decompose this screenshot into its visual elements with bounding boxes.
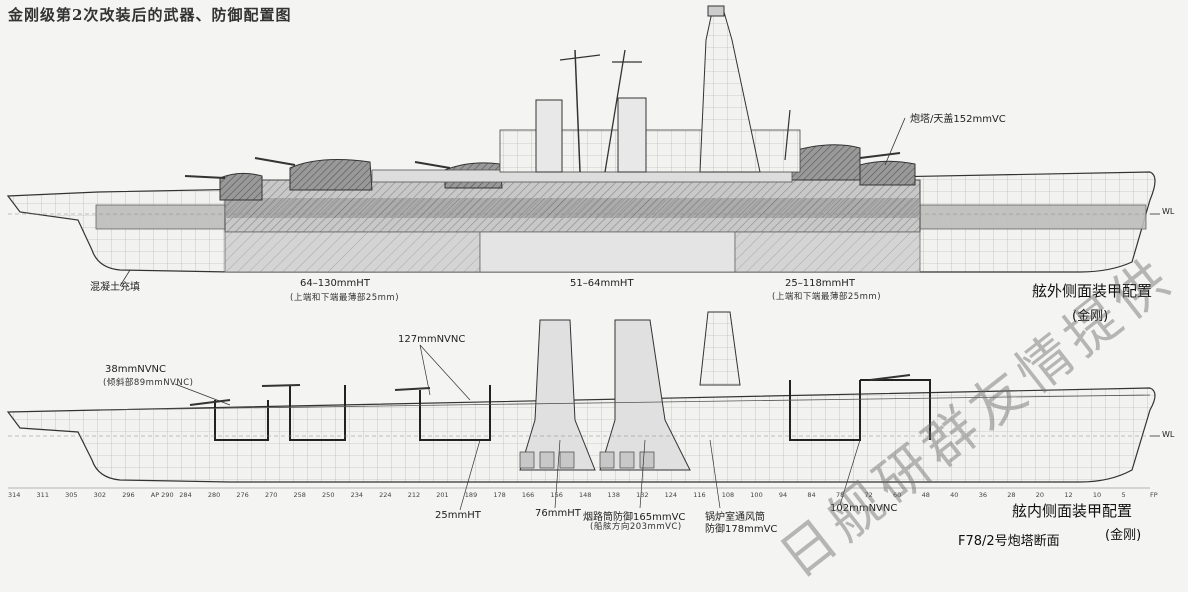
label-wl-top: WL bbox=[1162, 207, 1175, 216]
frame-number: 314 bbox=[8, 491, 21, 499]
label-armor-102: 102mmNVNC bbox=[830, 503, 898, 514]
turret-section-note: F78/2号炮塔断面 bbox=[958, 534, 1060, 549]
frame-number: 189 bbox=[464, 491, 478, 499]
label-belt-aft-note: (上端和下端最薄部25mm) bbox=[772, 292, 882, 302]
label-armor-38-note: (倾斜部89mmNVNC) bbox=[103, 378, 194, 388]
frame-number: 60 bbox=[893, 491, 902, 499]
frame-number: 224 bbox=[379, 491, 392, 499]
label-armor-25: 25mmHT bbox=[435, 510, 481, 521]
frame-number: 10 bbox=[1092, 491, 1102, 499]
frame-number: 94 bbox=[778, 491, 788, 499]
label-armor-38: 38mmNVNC bbox=[105, 364, 166, 375]
bottom-ship bbox=[6, 311, 1160, 511]
frame-number: 20 bbox=[1035, 491, 1045, 499]
frame-number: 166 bbox=[521, 491, 535, 499]
label-belt-fore-note: (上端和下端最薄部25mm) bbox=[290, 293, 400, 303]
frame-number: 212 bbox=[407, 491, 421, 499]
frame-number: 305 bbox=[65, 491, 78, 499]
frame-number: 40 bbox=[950, 491, 959, 499]
label-turret-roof: 炮塔/天盖152mmVC bbox=[910, 114, 1006, 125]
label-funnel-armor: 烟路筒防御165mmVC bbox=[583, 512, 686, 523]
label-wl-bottom: WL bbox=[1162, 430, 1175, 439]
frame-number: 48 bbox=[921, 491, 930, 499]
label-boiler-vent-1: 锅炉室通风筒 bbox=[705, 512, 765, 523]
frame-number: 100 bbox=[750, 491, 763, 499]
frame-number: 116 bbox=[693, 491, 706, 499]
frame-number: 276 bbox=[236, 491, 249, 499]
page-title: 金刚级第2次改装后的武器、防御配置图 bbox=[8, 6, 292, 24]
ship-drawings bbox=[6, 5, 1160, 511]
label-funnel-note: (船舷方向203mmVC) bbox=[590, 522, 682, 532]
frame-number: 138 bbox=[607, 491, 620, 499]
section-title-interior: 舷内侧面装甲配置 bbox=[1012, 502, 1133, 520]
frame-number: FP bbox=[1150, 491, 1158, 499]
frame-number: 148 bbox=[579, 491, 592, 499]
frame-number: 201 bbox=[436, 491, 449, 499]
label-boiler-vent-2: 防御178mmVC bbox=[705, 524, 778, 535]
frame-number: 284 bbox=[179, 491, 192, 499]
frame-number: 78 bbox=[835, 491, 845, 499]
section-title-exterior: 舷外侧面装甲配置 bbox=[1032, 282, 1153, 300]
frame-number: 250 bbox=[322, 491, 335, 499]
label-belt-fore: 64–130mmHT bbox=[300, 278, 370, 289]
frame-number: 36 bbox=[978, 491, 987, 499]
label-belt-mid: 51–64mmHT bbox=[570, 278, 634, 289]
frame-number: 12 bbox=[1064, 491, 1073, 499]
frame-number: 124 bbox=[664, 491, 678, 499]
label-belt-aft: 25–118mmHT bbox=[785, 278, 855, 289]
frame-number: 5 bbox=[1121, 491, 1126, 499]
frame-number: AP 290 bbox=[150, 491, 174, 499]
frame-number: 311 bbox=[36, 491, 49, 499]
section-ship-interior: (金刚) bbox=[1105, 528, 1142, 543]
label-armor-127: 127mmNVNC bbox=[398, 334, 466, 345]
frame-number: 108 bbox=[721, 491, 735, 499]
section-ship-exterior: (金刚) bbox=[1072, 309, 1109, 324]
frame-number: 84 bbox=[807, 491, 816, 499]
frame-number: 280 bbox=[207, 491, 221, 499]
frame-number: 156 bbox=[550, 491, 563, 499]
label-concrete-fill: 混凝土充填 bbox=[90, 282, 140, 293]
label-armor-76: 76mmHT bbox=[535, 508, 581, 519]
frame-number: 302 bbox=[93, 491, 107, 499]
frame-number: 132 bbox=[636, 491, 649, 499]
frame-number: 258 bbox=[293, 491, 306, 499]
frame-number: 296 bbox=[122, 491, 135, 499]
frame-number: 28 bbox=[1007, 491, 1016, 499]
frame-number: 178 bbox=[493, 491, 506, 499]
frame-number: 270 bbox=[264, 491, 278, 499]
frame-number: 234 bbox=[350, 491, 364, 499]
top-ship bbox=[6, 5, 1160, 287]
frame-number: 72 bbox=[864, 491, 873, 499]
